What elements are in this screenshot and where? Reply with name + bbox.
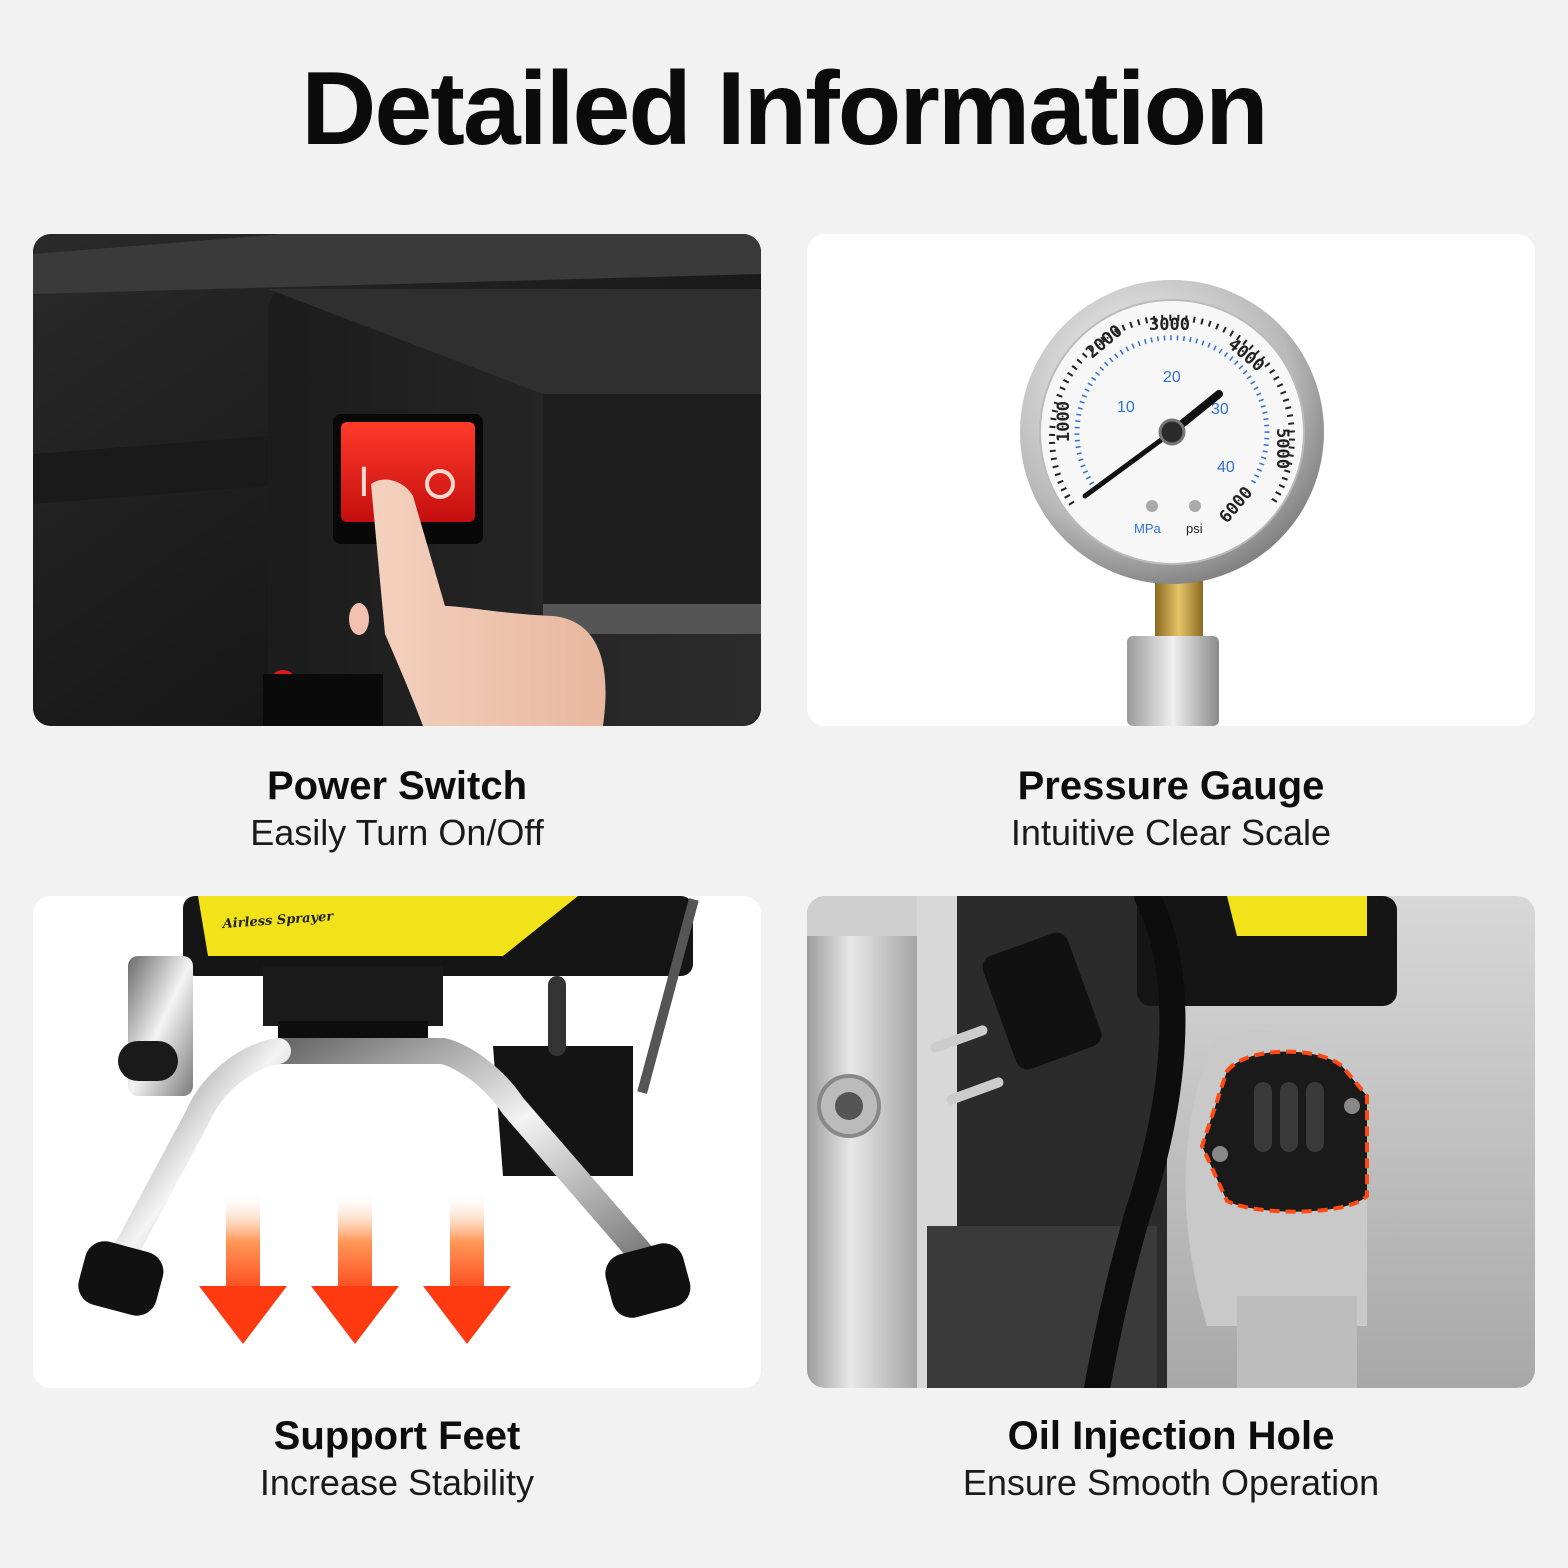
feature-title-power-switch: Power Switch xyxy=(266,764,528,808)
feature-subtitle-oil-injection-hole: Ensure Smooth Operation xyxy=(962,1462,1380,1503)
feature-title-oil-injection-hole: Oil Injection Hole xyxy=(1007,1414,1335,1458)
support-feet-image: Airless Sprayer xyxy=(33,896,761,1388)
down-arrow-1 xyxy=(199,1191,287,1344)
gauge-unit-mpa: MPa xyxy=(1134,521,1162,536)
page-title: Detailed Information xyxy=(301,51,1268,167)
support-feet-illustration: Airless Sprayer xyxy=(33,896,761,1388)
feature-subtitle-pressure-gauge: Intuitive Clear Scale xyxy=(1010,812,1332,853)
feature-subtitle-support-feet: Increase Stability xyxy=(259,1462,535,1503)
sprayer-label xyxy=(198,896,578,956)
finger xyxy=(371,479,606,726)
gauge-unit-psi: psi xyxy=(1186,521,1203,536)
gauge-mpa-40: 40 xyxy=(1217,459,1235,476)
feature-oil-injection-hole: Oil Injection Hole Ensure Smooth Operati… xyxy=(807,1412,1535,1506)
power-switch-illustration: I xyxy=(33,234,761,726)
feature-pressure-gauge: Pressure Gauge Intuitive Clear Scale xyxy=(807,762,1535,856)
down-arrow-2 xyxy=(311,1191,399,1344)
feature-power-switch: Power Switch Easily Turn On/Off xyxy=(33,762,761,856)
gauge-needle xyxy=(1082,429,1175,499)
pressure-gauge-image: 1000 2000 3000 4000 5000 6000 10 20 30 4… xyxy=(807,234,1535,726)
gauge-mpa-20: 20 xyxy=(1163,369,1181,386)
oil-hole-cover xyxy=(1199,1049,1369,1214)
down-arrow-3 xyxy=(423,1191,511,1344)
feature-subtitle-power-switch: Easily Turn On/Off xyxy=(250,812,544,853)
pressure-gauge-illustration: 1000 2000 3000 4000 5000 6000 10 20 30 4… xyxy=(807,234,1535,726)
power-switch-image: I xyxy=(33,234,761,726)
oil-injection-hole-image xyxy=(807,896,1535,1388)
gauge-label-1000: 1000 xyxy=(1054,401,1074,442)
feature-title-pressure-gauge: Pressure Gauge xyxy=(1017,764,1325,808)
feature-title-support-feet: Support Feet xyxy=(273,1414,521,1458)
gauge-label-3000: 3000 xyxy=(1149,315,1190,335)
gauge-label-5000: 5000 xyxy=(1272,428,1292,469)
gauge-mpa-10: 10 xyxy=(1117,399,1135,416)
svg-text:I: I xyxy=(358,460,370,506)
feature-support-feet: Support Feet Increase Stability xyxy=(33,1412,761,1506)
oil-injection-illustration xyxy=(807,896,1535,1388)
gauge-mpa-30: 30 xyxy=(1211,401,1229,418)
